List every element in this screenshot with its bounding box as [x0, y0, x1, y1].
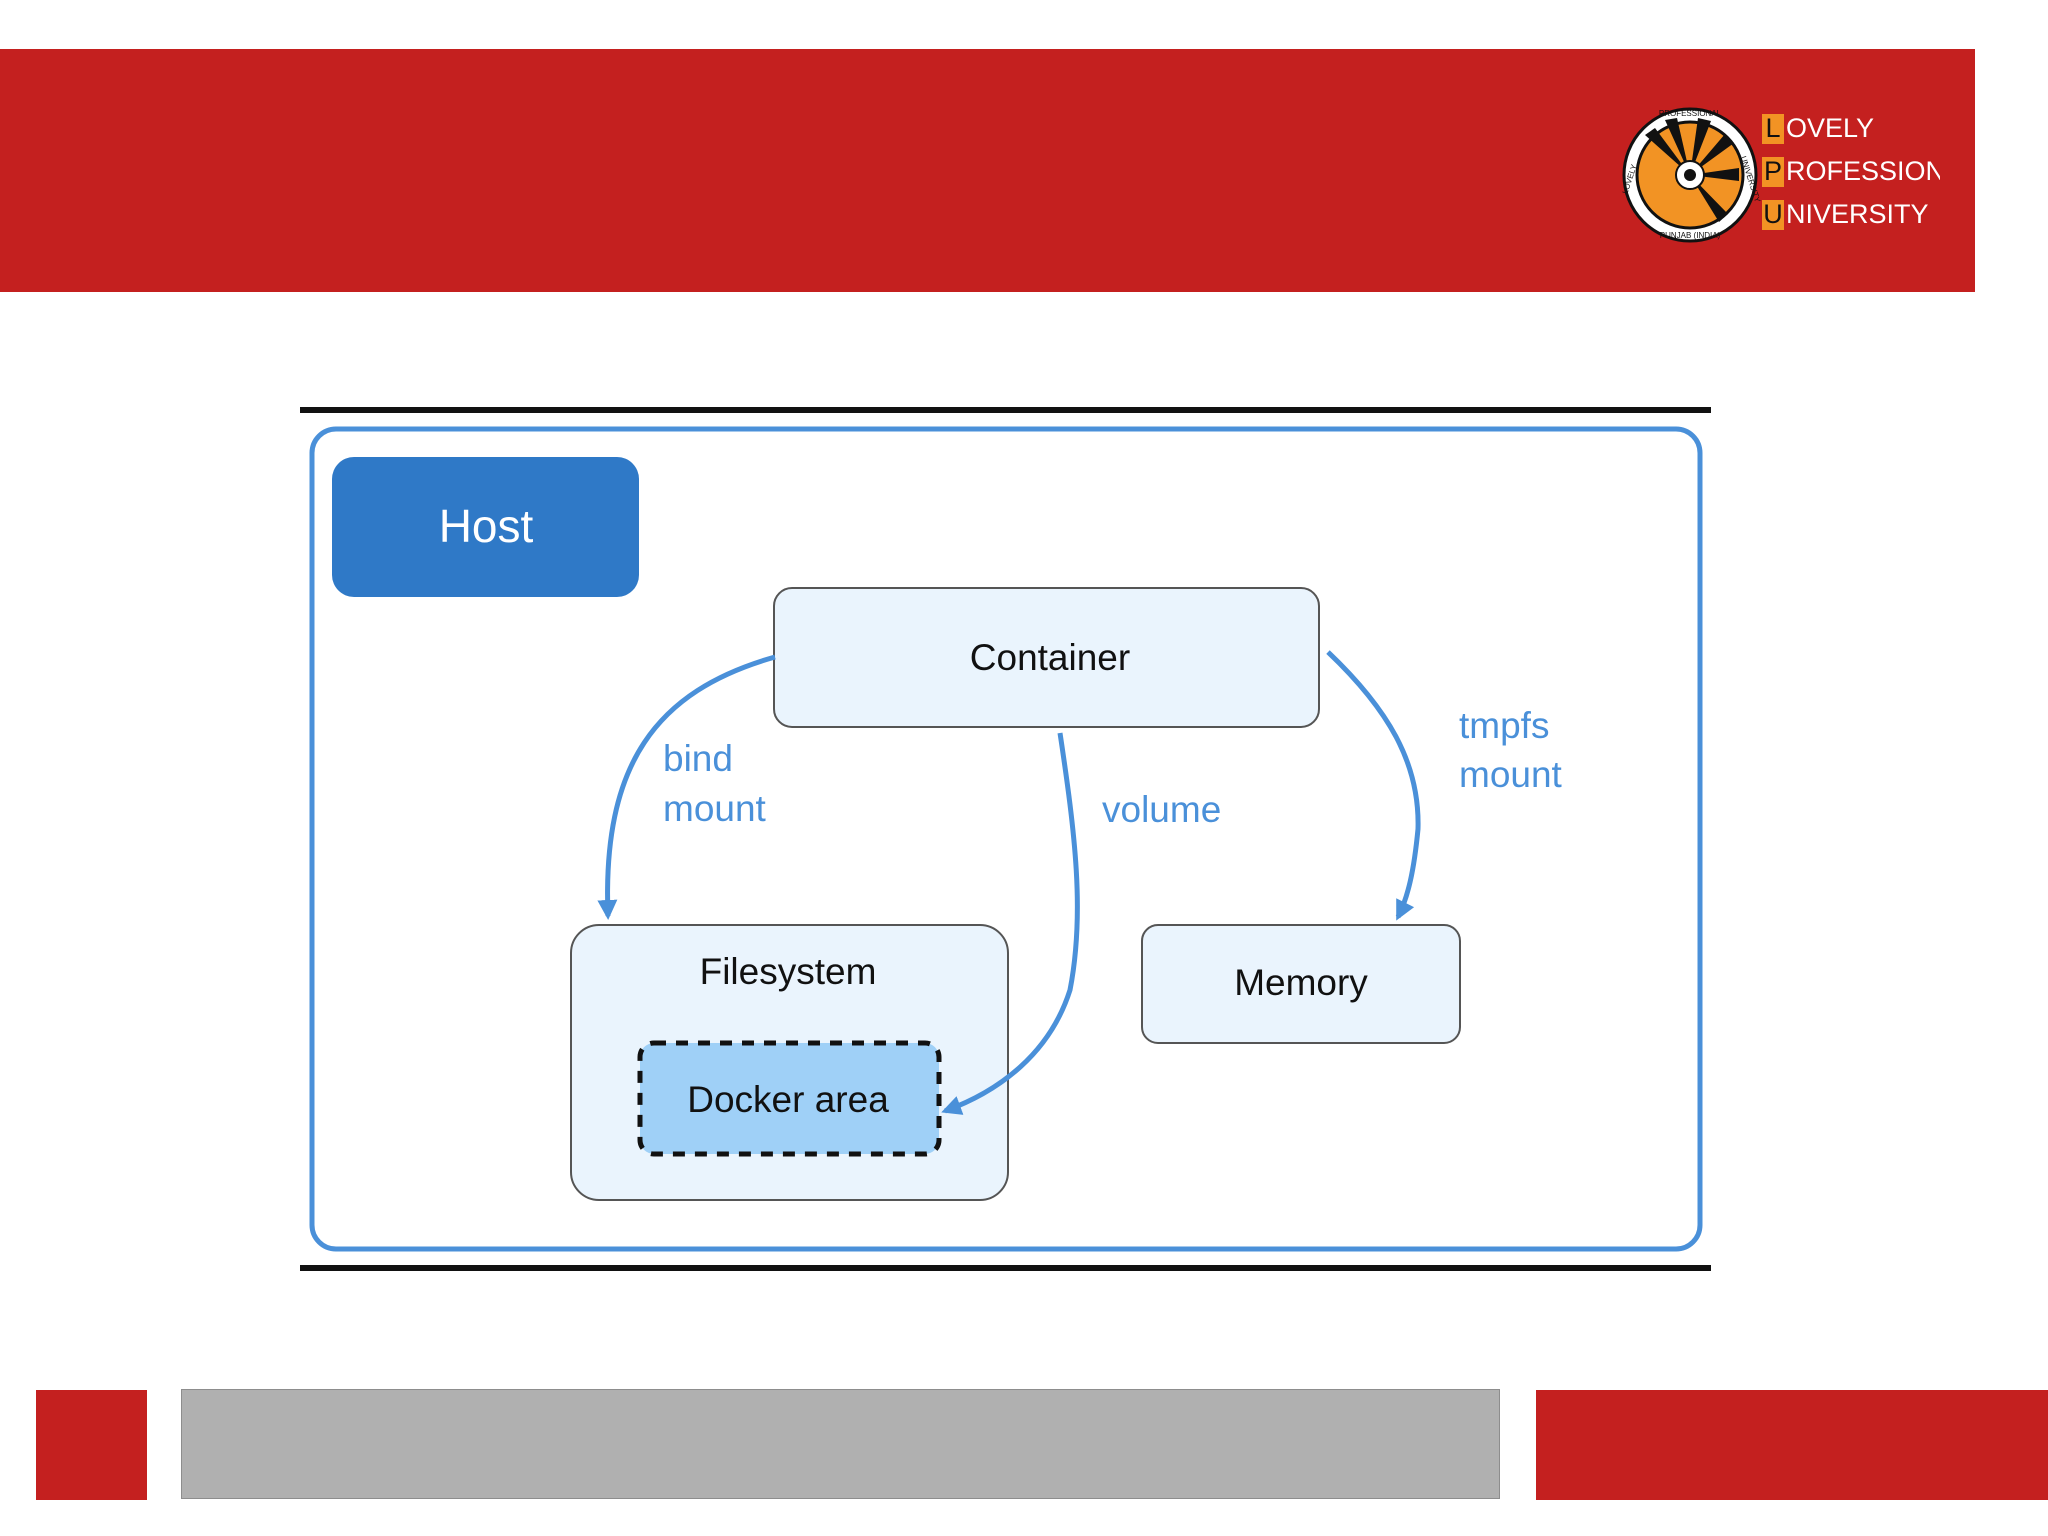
logo-seal: PROFESSIONAL LOVELY UNIVERSITY PUNJAB (I…	[1621, 107, 1762, 243]
filesystem-label: Filesystem	[700, 951, 877, 992]
bind-mount-label-line-2: mount	[663, 788, 767, 829]
seal-text-bottom: PUNJAB (INDIA)	[1660, 231, 1721, 240]
tmpfs-mount-arrow	[1326, 650, 1421, 921]
logo-letter-l: L	[1765, 113, 1780, 143]
footer-right-block	[1536, 1390, 2048, 1500]
container-label: Container	[970, 637, 1130, 678]
host-label: Host	[439, 500, 534, 552]
footer-left-block	[36, 1390, 147, 1500]
seal-text-top: PROFESSIONAL	[1659, 109, 1722, 118]
docker-area-label: Docker area	[687, 1079, 889, 1120]
figure-rule-bottom	[300, 1265, 1711, 1271]
memory-label: Memory	[1234, 962, 1368, 1003]
logo-letter-box-l	[1762, 114, 1784, 144]
memory-box	[1141, 924, 1461, 1044]
logo-line-1: OVELY	[1786, 113, 1874, 143]
tmpfs-mount-label-line-2: mount	[1459, 754, 1563, 795]
logo-letter-box-u	[1762, 200, 1784, 230]
docker-storage-diagram: Host Container Filesystem Docker area Me…	[309, 426, 1703, 1252]
university-logo: PROFESSIONAL LOVELY UNIVERSITY PUNJAB (I…	[1621, 107, 1940, 243]
bind-mount-arrow	[597, 654, 776, 920]
volume-label: volume	[1102, 789, 1221, 830]
logo-letter-box-p	[1762, 157, 1784, 187]
tmpfs-mount-label-line-1: tmpfs	[1459, 705, 1549, 746]
volume-arrow	[941, 732, 1080, 1115]
footer-gray-bar	[181, 1389, 1500, 1499]
logo-letter-p: P	[1764, 156, 1782, 186]
logo-line-2: ROFESSIONAL	[1786, 156, 1940, 186]
docker-area-box	[637, 1040, 942, 1157]
figure-rule-top	[300, 407, 1711, 413]
logo-letter-u: U	[1763, 199, 1783, 229]
logo-line-3: NIVERSITY	[1786, 199, 1929, 229]
bind-mount-label-line-1: bind	[663, 738, 733, 779]
host-badge	[332, 457, 639, 597]
